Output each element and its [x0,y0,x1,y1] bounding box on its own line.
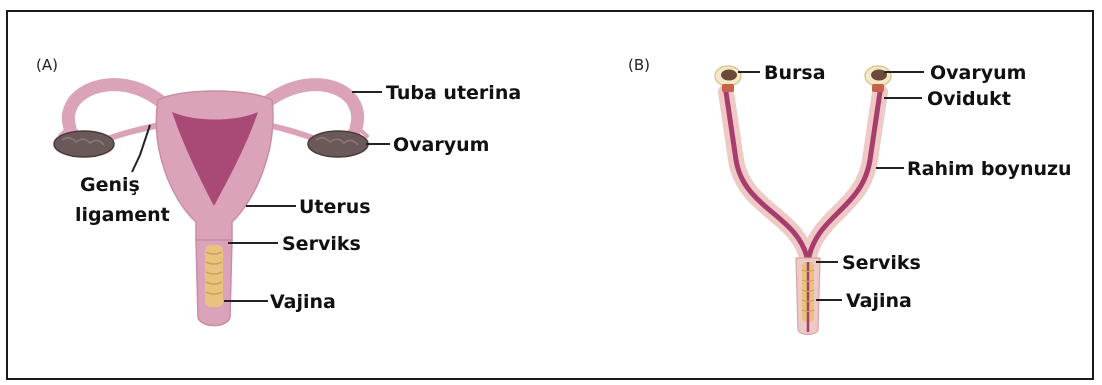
ovidukt-right [872,84,884,92]
label-uterus: Uterus [299,196,371,218]
label-ligament: ligament [75,204,170,226]
label-tuba-uterina: Tuba uterina [386,82,521,104]
panel-a-letter: (A) [36,56,58,74]
label-rahim-boynuzu: Rahim boynuzu [907,158,1072,180]
label-vajina-b: Vajina [846,290,912,312]
panel-b-letter: (B) [628,56,650,74]
label-ovidukt: Ovidukt [927,88,1011,110]
ovary-b-left [721,70,737,81]
panel-b: (B) Bursa Ovaryu [628,56,1072,335]
label-genis: Geniş [80,174,140,196]
label-ovaryum-b: Ovaryum [930,62,1026,84]
tuba-uterina-left [68,85,170,128]
label-vajina-a: Vajina [270,291,336,313]
label-ovaryum-a: Ovaryum [393,134,489,156]
label-serviks-b: Serviks [842,252,921,274]
ovidukt-left [722,84,734,92]
ovary-left [54,131,114,157]
ovarian-ligament-left [105,125,160,140]
ovary-right [308,131,368,157]
panel-a: (A) [36,56,521,326]
label-bursa: Bursa [764,62,826,84]
label-serviks-a: Serviks [282,233,361,255]
